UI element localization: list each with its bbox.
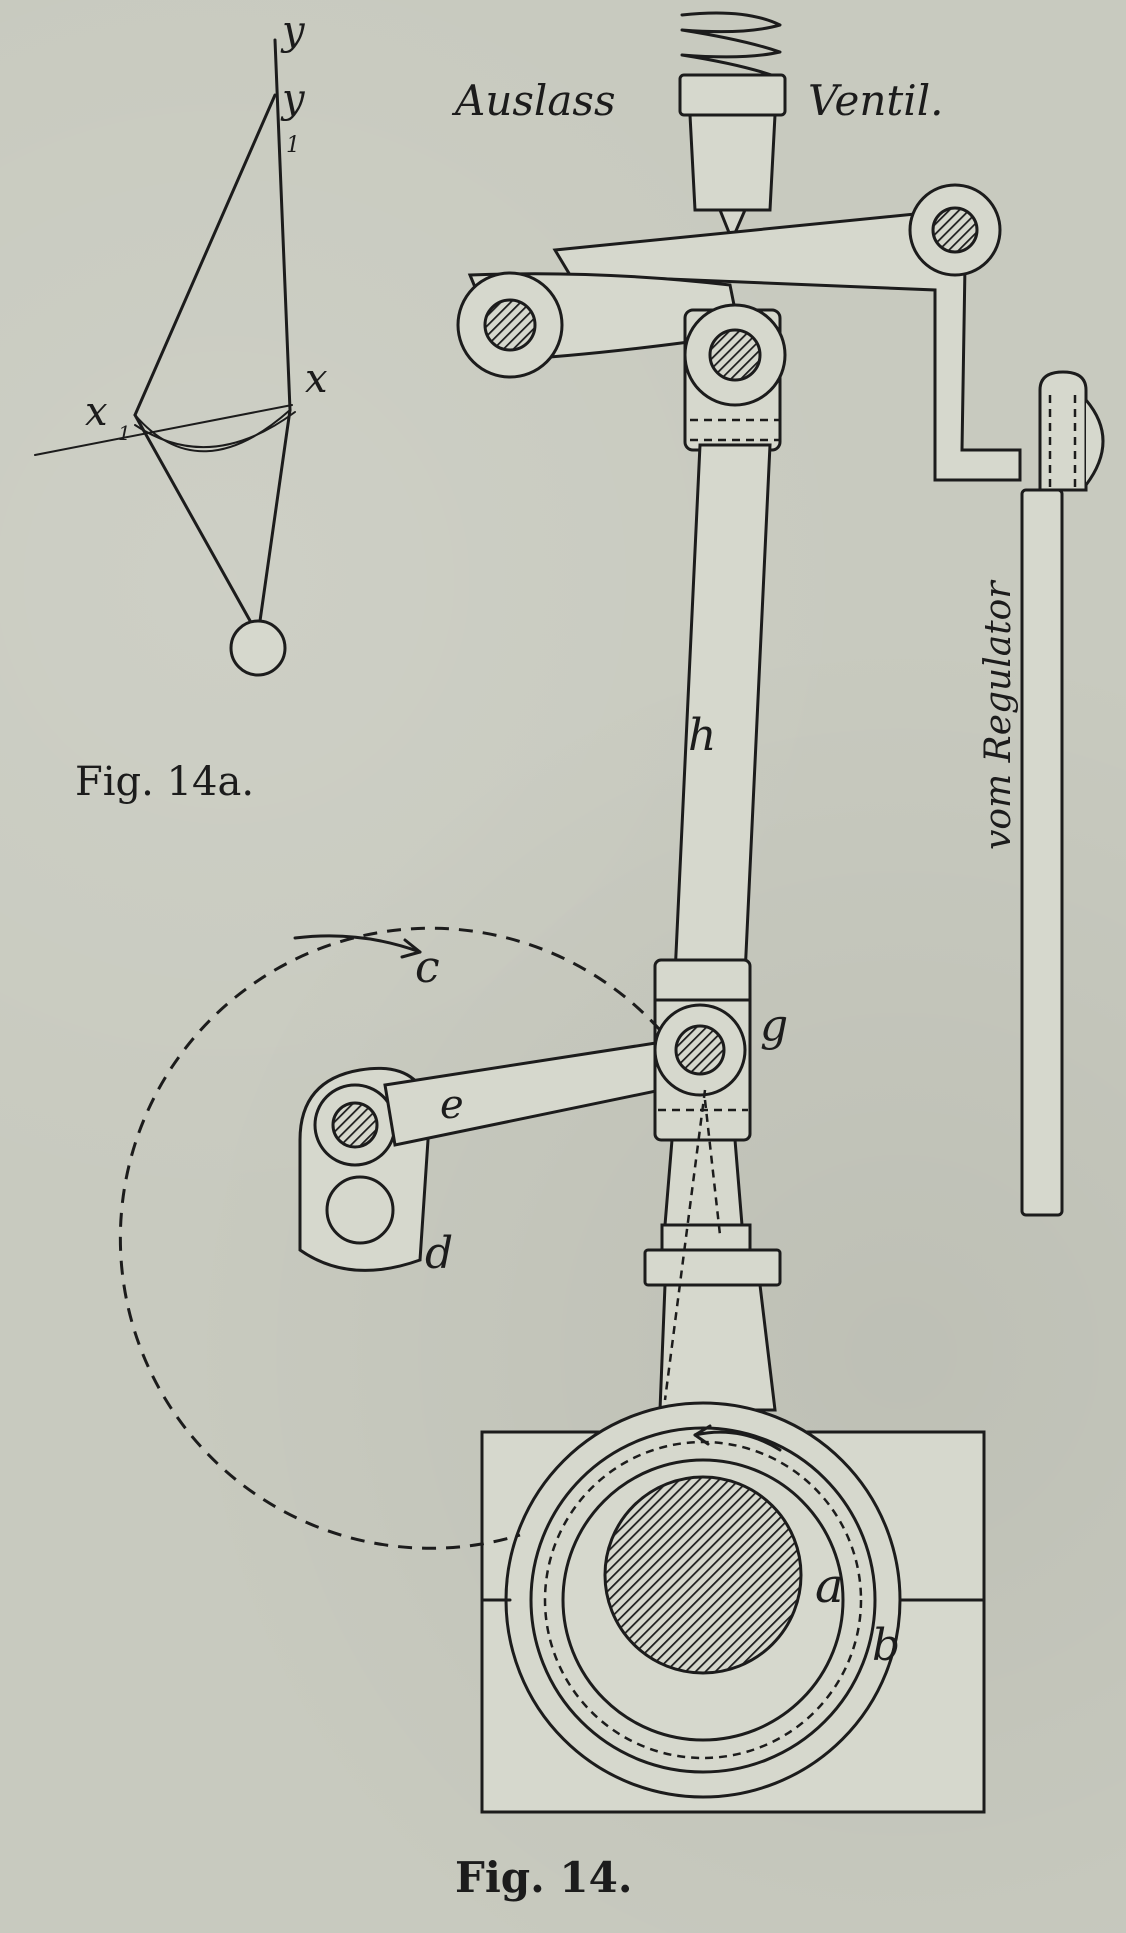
fig14a-arc-2 [134, 411, 296, 449]
eccentric-rod [643, 1089, 782, 1412]
fig14a-line-y1-x1 [133, 93, 277, 417]
label-y1-sub: 1 [286, 133, 300, 158]
eccentric-rod-collar-2 [643, 1248, 782, 1287]
eccentric-rod-hidden-2 [703, 1099, 722, 1236]
upper-joint-pin [708, 328, 762, 382]
crank-d-pin [331, 1101, 379, 1149]
label-h: h [688, 710, 716, 761]
link-e [383, 1038, 687, 1147]
label-y: y [280, 8, 306, 54]
label-auslass: Auslass [451, 76, 616, 125]
valve-body [688, 113, 777, 212]
label-b: b [872, 1620, 900, 1671]
left-lever-pin [483, 298, 537, 352]
label-e: e [440, 1082, 464, 1128]
label-x: x [305, 356, 328, 402]
valve-spring [680, 11, 782, 81]
caption-fig14: Fig. 14. [455, 1853, 632, 1902]
caption-fig14a: Fig. 14a. [75, 759, 254, 805]
fig14a-sketch [34, 38, 296, 677]
eccentric-assembly [480, 1401, 986, 1814]
eccentric-rod-collar-1 [660, 1223, 752, 1255]
fig14a-pivot-circle [229, 619, 287, 677]
label-vom-regulator: vom Regulator [978, 580, 1019, 850]
rotation-arrow-b-arc [693, 1430, 782, 1452]
fig14a-line-x-o [256, 408, 292, 637]
joint-g [653, 958, 752, 1142]
label-d: d [425, 1228, 453, 1279]
valve-housing [678, 73, 787, 117]
eccentric-rod-upper [663, 1138, 744, 1227]
label-c: c [415, 942, 440, 993]
left-rocker-lever [456, 271, 787, 452]
shaft-a [603, 1475, 803, 1675]
regulator-rod [1020, 370, 1105, 1217]
rotation-arrow-c [293, 934, 422, 954]
valve-tip [717, 208, 748, 244]
label-ventil: Ventil. [808, 76, 943, 125]
rotation-arrow-c-head [400, 938, 422, 959]
exhaust-valve [678, 11, 787, 244]
regulator-head [1038, 370, 1088, 492]
fig14a-arc-1 [134, 409, 291, 453]
label-g: g [760, 1000, 788, 1051]
eccentric-rod-neck [658, 1283, 777, 1412]
label-a: a [815, 1558, 844, 1614]
rotation-arrow-b-head [693, 1424, 712, 1446]
label-x1-sub: 1 [118, 421, 131, 445]
eccentric-strap-inner [529, 1426, 877, 1774]
crank-d-hole [325, 1175, 395, 1245]
fig14a-baseline [34, 404, 293, 456]
fig14a-axis-line [273, 38, 292, 412]
regulator-shaft [1020, 488, 1064, 1217]
link-e-body [383, 1038, 687, 1147]
joint-g-pin [674, 1024, 726, 1076]
rocker-pin-right [931, 206, 979, 254]
fig14a-line-x1-o [133, 413, 260, 637]
upper-rocker-lever [552, 183, 1022, 482]
crank-path-c [118, 926, 662, 1550]
label-y1: y [280, 76, 306, 122]
eccentric-rod-hidden-1 [663, 1089, 707, 1401]
label-x1: x [85, 389, 108, 435]
regulator-head-cap [1084, 399, 1105, 486]
